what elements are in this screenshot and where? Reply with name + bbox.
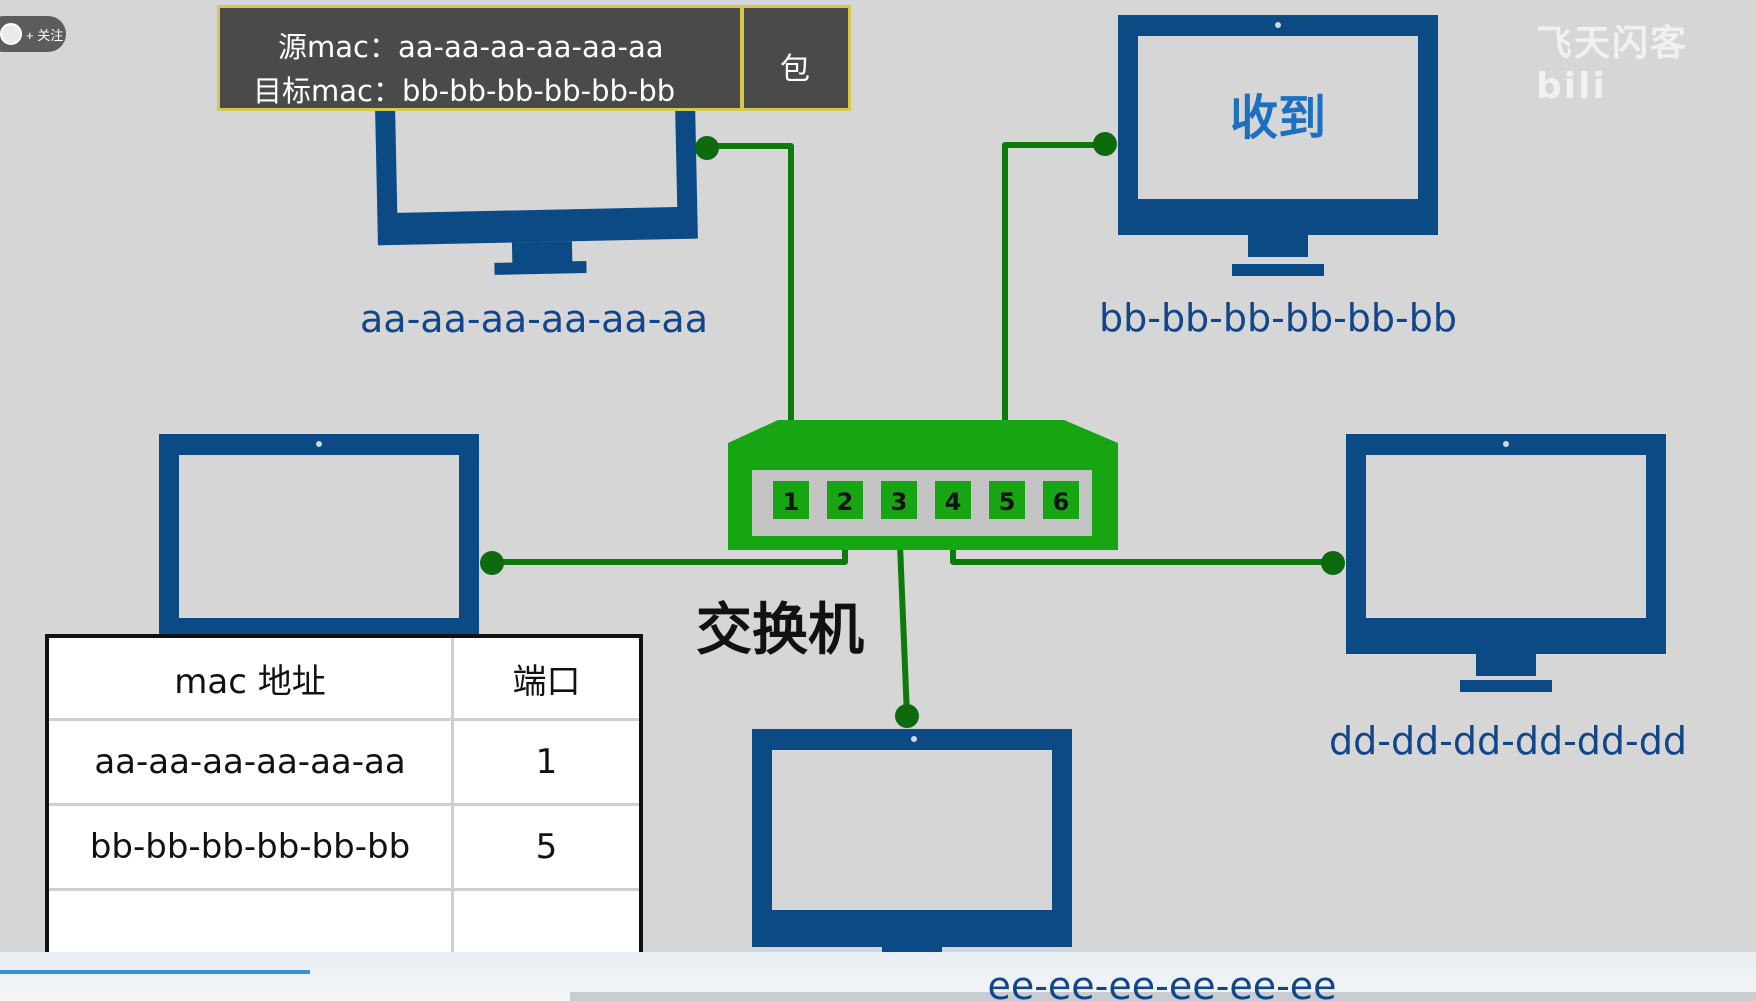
switch-title: 交换机 bbox=[696, 598, 864, 663]
monitor-dd-base bbox=[1460, 680, 1552, 692]
host-bb-mac-label: bb-bb-bb-bb-bb-bb bbox=[1099, 296, 1457, 340]
switch-port-number: 6 bbox=[1053, 488, 1070, 516]
packet-label: 包 bbox=[780, 52, 810, 87]
follow-label: + 关注 bbox=[26, 28, 64, 43]
uploader-avatar bbox=[0, 23, 22, 45]
cable-dots bbox=[480, 132, 1345, 728]
dot-host-ee bbox=[895, 704, 919, 728]
monitor-host-bb bbox=[1118, 15, 1438, 276]
video-progress-strip[interactable] bbox=[0, 952, 1756, 1001]
dot-host-aa bbox=[695, 136, 719, 160]
monitor-host-left bbox=[159, 434, 479, 654]
table-row: bb-bb-bb-bb-bb-bb 5 bbox=[45, 803, 643, 891]
monitor-bb-screen bbox=[1138, 36, 1418, 199]
cell-port: 1 bbox=[451, 718, 643, 806]
switch-port-number: 1 bbox=[783, 488, 800, 516]
packet-dst-mac: 目标mac：bb-bb-bb-bb-bb-bb bbox=[253, 74, 676, 108]
cell-mac: aa-aa-aa-aa-aa-aa bbox=[45, 718, 454, 806]
dot-host-left bbox=[480, 551, 504, 575]
monitor-dd-neck bbox=[1476, 654, 1536, 676]
switch-port-2 bbox=[827, 481, 863, 519]
switch-port-1 bbox=[773, 481, 809, 519]
switch-port-4 bbox=[935, 481, 971, 519]
monitor-host-ee bbox=[752, 729, 1072, 984]
switch-port-number: 2 bbox=[837, 488, 854, 516]
watermark-logo: 飞天闪客 bili bbox=[1536, 23, 1689, 107]
monitor-ee-camera bbox=[911, 736, 917, 742]
table-header-row: mac 地址 端口 bbox=[45, 634, 643, 721]
table-row: aa-aa-aa-aa-aa-aa 1 bbox=[45, 718, 643, 806]
switch: 1 2 3 4 5 6 bbox=[728, 420, 1118, 550]
monitor-bb-camera bbox=[1275, 22, 1281, 28]
follow-button[interactable]: + 关注 bbox=[0, 16, 66, 52]
packet-src-mac: 源mac：aa-aa-aa-aa-aa-aa bbox=[278, 30, 664, 64]
monitor-aa-neck bbox=[511, 241, 573, 265]
packet-addresses: 源mac：aa-aa-aa-aa-aa-aa 目标mac：bb-bb-bb-bb… bbox=[220, 8, 744, 108]
video-control-bar[interactable] bbox=[570, 992, 1756, 1001]
monitor-left-camera bbox=[316, 441, 322, 447]
host-dd-mac-label: dd-dd-dd-dd-dd-dd bbox=[1329, 719, 1687, 763]
monitor-aa-base bbox=[494, 260, 587, 275]
switch-port-number: 4 bbox=[945, 488, 962, 516]
dot-host-dd bbox=[1321, 551, 1345, 575]
switch-top bbox=[728, 420, 1118, 443]
dot-host-bb bbox=[1093, 132, 1117, 156]
switch-port-6 bbox=[1043, 481, 1079, 519]
monitor-host-dd bbox=[1346, 434, 1666, 692]
cable-port5-host-bb bbox=[1002, 142, 1105, 500]
monitor-dd-camera bbox=[1503, 441, 1509, 447]
cable-port3-host-ee bbox=[896, 519, 910, 717]
cell-mac: bb-bb-bb-bb-bb-bb bbox=[45, 803, 454, 891]
monitor-left-screen bbox=[179, 455, 459, 618]
host-ee-mac-label: ee-ee-ee-ee-ee-ee bbox=[987, 964, 1336, 1001]
monitor-bb-neck bbox=[1248, 235, 1308, 257]
switch-port-5 bbox=[989, 481, 1025, 519]
switch-port-number: 5 bbox=[999, 488, 1016, 516]
switch-port-number: 3 bbox=[891, 488, 908, 516]
received-label: 收到 bbox=[1230, 90, 1326, 146]
monitor-bb-base bbox=[1232, 264, 1324, 276]
header-port: 端口 bbox=[451, 634, 643, 721]
video-progress-fill bbox=[0, 970, 310, 974]
switch-ports: 1 2 3 4 5 6 bbox=[773, 481, 1079, 519]
host-aa-mac-label: aa-aa-aa-aa-aa-aa bbox=[360, 297, 708, 341]
packet-box: 源mac：aa-aa-aa-aa-aa-aa 目标mac：bb-bb-bb-bb… bbox=[217, 5, 851, 111]
monitor-ee-screen bbox=[772, 750, 1052, 910]
cable-port1-host-aa bbox=[707, 143, 794, 500]
monitor-dd-screen bbox=[1366, 455, 1646, 618]
cell-port: 5 bbox=[451, 803, 643, 891]
header-mac-address: mac 地址 bbox=[45, 634, 454, 721]
switch-port-3 bbox=[881, 481, 917, 519]
